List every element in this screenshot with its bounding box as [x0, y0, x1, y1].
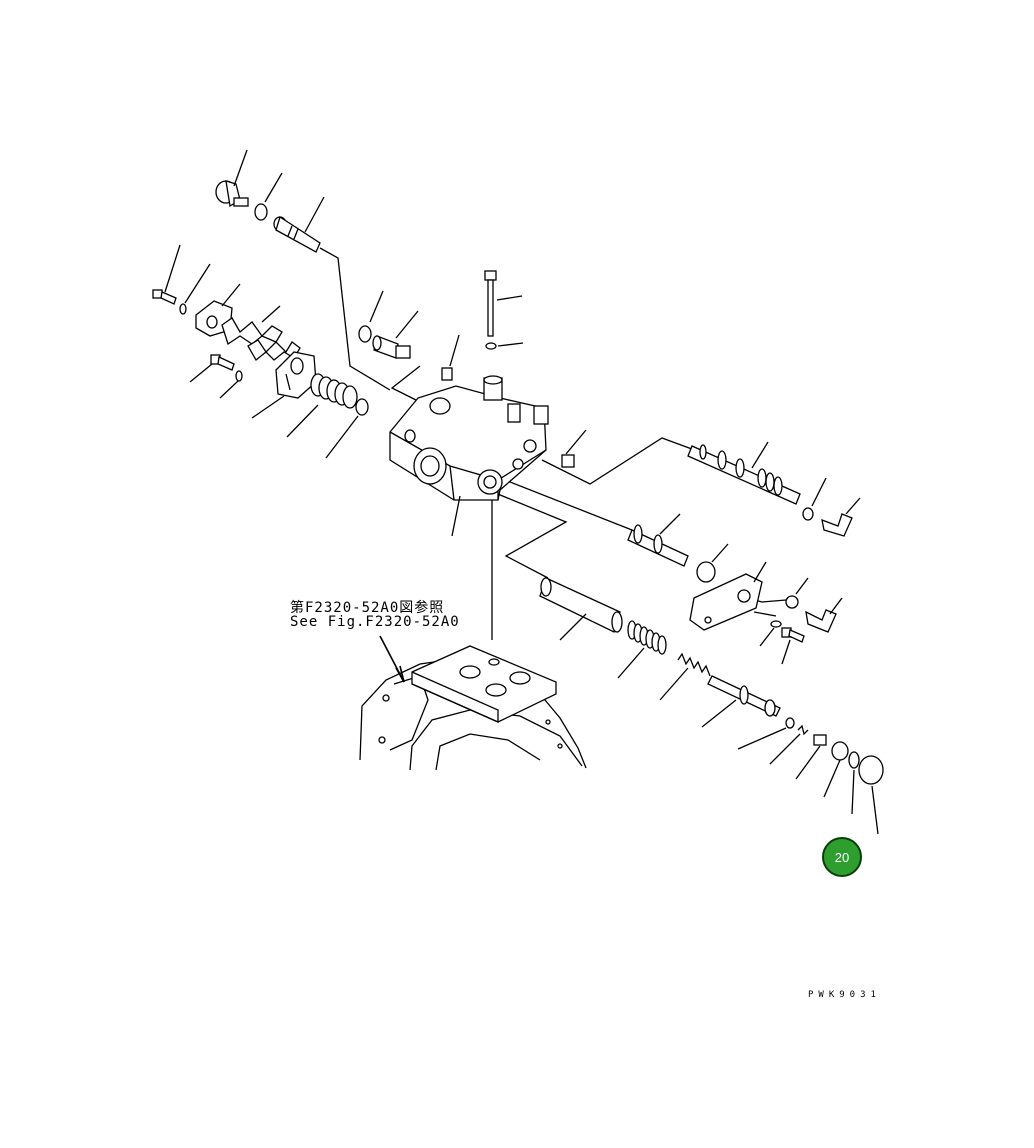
valve-body — [389, 375, 549, 537]
lever-part — [821, 497, 861, 537]
spool-assembly-middle — [627, 513, 689, 567]
small-plug-part — [561, 429, 587, 468]
spool-assembly-upper — [687, 441, 801, 505]
nut-part — [802, 477, 827, 521]
bracket-plate-part — [689, 561, 767, 631]
gasket-part — [221, 305, 301, 361]
valve-plug-part — [372, 310, 419, 359]
bolt-part-2 — [189, 354, 235, 383]
plug-part — [215, 149, 249, 208]
pin-part — [769, 724, 809, 765]
valve-spool-part — [701, 675, 781, 728]
spring-part-3 — [659, 652, 711, 701]
drawing-code: PWK9031 — [808, 990, 881, 1000]
lever-part-2 — [805, 597, 843, 633]
flange-cover-part — [251, 351, 317, 419]
sleeve-part — [539, 577, 623, 641]
cap-part — [696, 543, 729, 583]
seal-ring-part — [325, 398, 369, 459]
plug-part-2 — [823, 741, 849, 798]
bolt-part-3 — [781, 627, 805, 665]
bolt-part — [152, 244, 181, 305]
transmission-case-reference — [359, 635, 587, 771]
reference-note-japanese: 第F2320-52A0図参照 — [290, 600, 445, 616]
plug-small-part — [441, 334, 460, 381]
washer-part-2 — [219, 370, 243, 399]
spring-part — [286, 373, 358, 438]
washer-part — [179, 263, 211, 315]
nut-part-2 — [785, 577, 809, 609]
small-spring-part — [737, 717, 795, 750]
page-number-label: 20 — [834, 849, 850, 865]
plunger-part — [795, 734, 827, 780]
o-ring-part — [254, 172, 283, 221]
spool-part — [273, 196, 325, 253]
cover-disc-part — [858, 755, 884, 835]
snap-ring-part — [358, 290, 384, 343]
reference-note-english: See Fig.F2320-52A0 — [290, 614, 460, 630]
page-number-badge: 20 — [822, 837, 862, 877]
washer-part-3 — [759, 620, 782, 647]
spring-part-2 — [617, 620, 667, 679]
long-bolt-part — [484, 270, 523, 337]
snap-ring-part-2 — [848, 751, 860, 815]
bolt-washer-part — [485, 342, 524, 350]
